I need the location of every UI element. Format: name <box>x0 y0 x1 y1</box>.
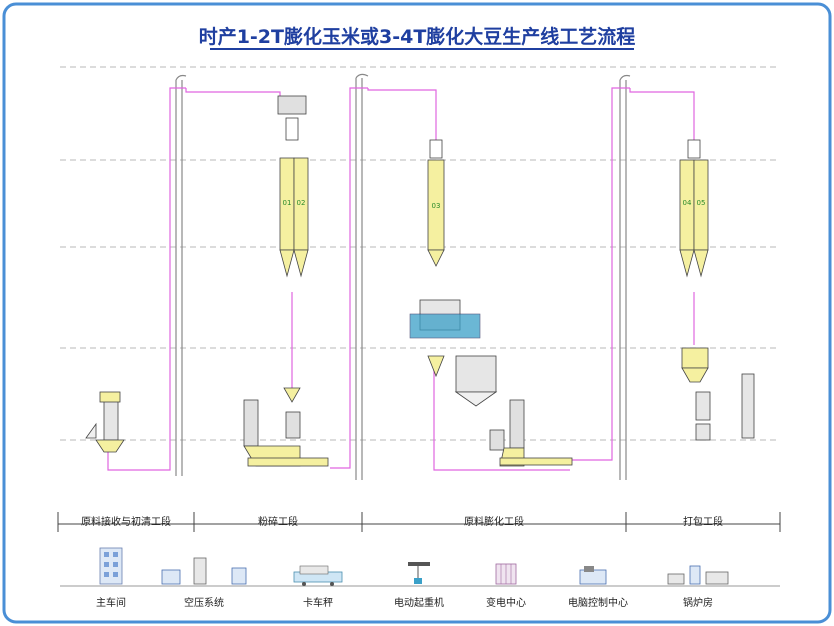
bin-label-01: 01 <box>283 199 292 207</box>
floor-lines <box>60 66 780 441</box>
packing-equipment: 04 05 <box>679 139 755 441</box>
title-underline <box>210 48 634 50</box>
bin-label-03: 03 <box>432 202 441 210</box>
section-divider <box>57 512 781 532</box>
crushing-silos: 01 02 <box>243 95 329 467</box>
section-label-extrusion: 原料膨化工段 <box>464 517 524 528</box>
extrusion-equipment: 03 <box>409 139 573 467</box>
bin-label-05: 05 <box>697 199 706 207</box>
facility-label-crane: 电动起重机 <box>394 598 444 609</box>
bin-label-04: 04 <box>683 199 692 207</box>
building-icon <box>99 547 123 585</box>
receiving-equipment <box>85 391 125 453</box>
substation-icon <box>495 563 517 585</box>
facility-label-air-compressor: 空压系统 <box>184 598 224 609</box>
facility-label-main-workshop: 主车间 <box>96 598 126 609</box>
column-walls <box>175 73 631 480</box>
crane-icon <box>408 562 430 584</box>
facility-label-control-center: 电脑控制中心 <box>568 598 628 609</box>
facility-label-boiler-room: 锅炉房 <box>683 598 713 609</box>
boiler-icon <box>667 565 729 585</box>
material-pipes <box>107 87 695 471</box>
diagram-title: 时产1-2T膨化玉米或3-4T膨化大豆生产线工艺流程 <box>198 26 636 48</box>
facility-label-truck-scale: 卡车秤 <box>303 598 333 609</box>
computer-icon <box>579 566 607 585</box>
section-label-receiving: 原料接收与初清工段 <box>81 517 171 528</box>
section-label-crushing: 粉碎工段 <box>258 517 298 528</box>
truck-icon <box>293 565 343 586</box>
facility-label-substation: 变电中心 <box>486 598 526 609</box>
bin-label-02: 02 <box>297 199 306 207</box>
section-label-packing: 打包工段 <box>683 517 723 528</box>
compressor-icon <box>161 557 247 585</box>
